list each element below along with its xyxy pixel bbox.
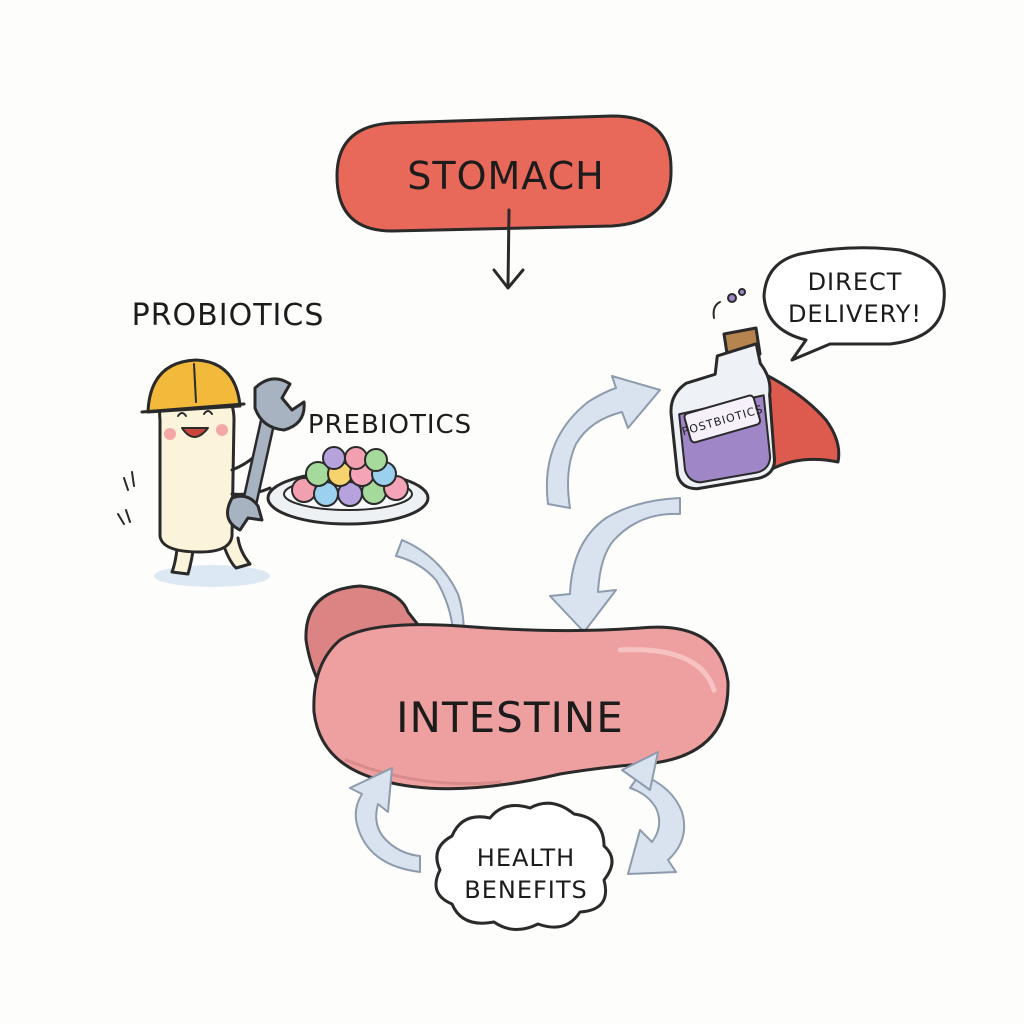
postbiotics-bottle-icon: POSTBIOTICS	[669, 288, 841, 491]
speech-bubble-line1: DIRECT	[808, 268, 903, 296]
speech-bubble-line2: DELIVERY!	[788, 300, 922, 328]
stomach-label: STOMACH	[407, 154, 604, 198]
health-benefits-line1: HEALTH	[477, 844, 575, 872]
intestine-node: INTESTINE	[304, 584, 730, 791]
intestine-label: INTESTINE	[396, 693, 624, 742]
prebiotics-label: PREBIOTICS	[308, 410, 472, 440]
stomach-down-arrow	[492, 208, 525, 290]
cloud-icon: HEALTH BENEFITS	[434, 801, 614, 931]
probiotic-worker-icon	[117, 358, 272, 587]
probiotics-label: PROBIOTICS	[132, 298, 325, 333]
stomach-node: STOMACH	[335, 114, 673, 233]
flow-arrow-bottle-to-intestine	[549, 497, 681, 633]
flow-arrow-to-bottle	[545, 375, 661, 509]
health-benefits-line2: BENEFITS	[464, 876, 588, 904]
prebiotic-plate-icon	[266, 446, 430, 526]
flow-arrow-benefits-right	[621, 751, 686, 875]
speech-bubble-icon: DIRECT DELIVERY!	[762, 246, 946, 362]
wrench-icon	[226, 377, 306, 532]
flow-arrow-benefits-left	[349, 767, 421, 873]
